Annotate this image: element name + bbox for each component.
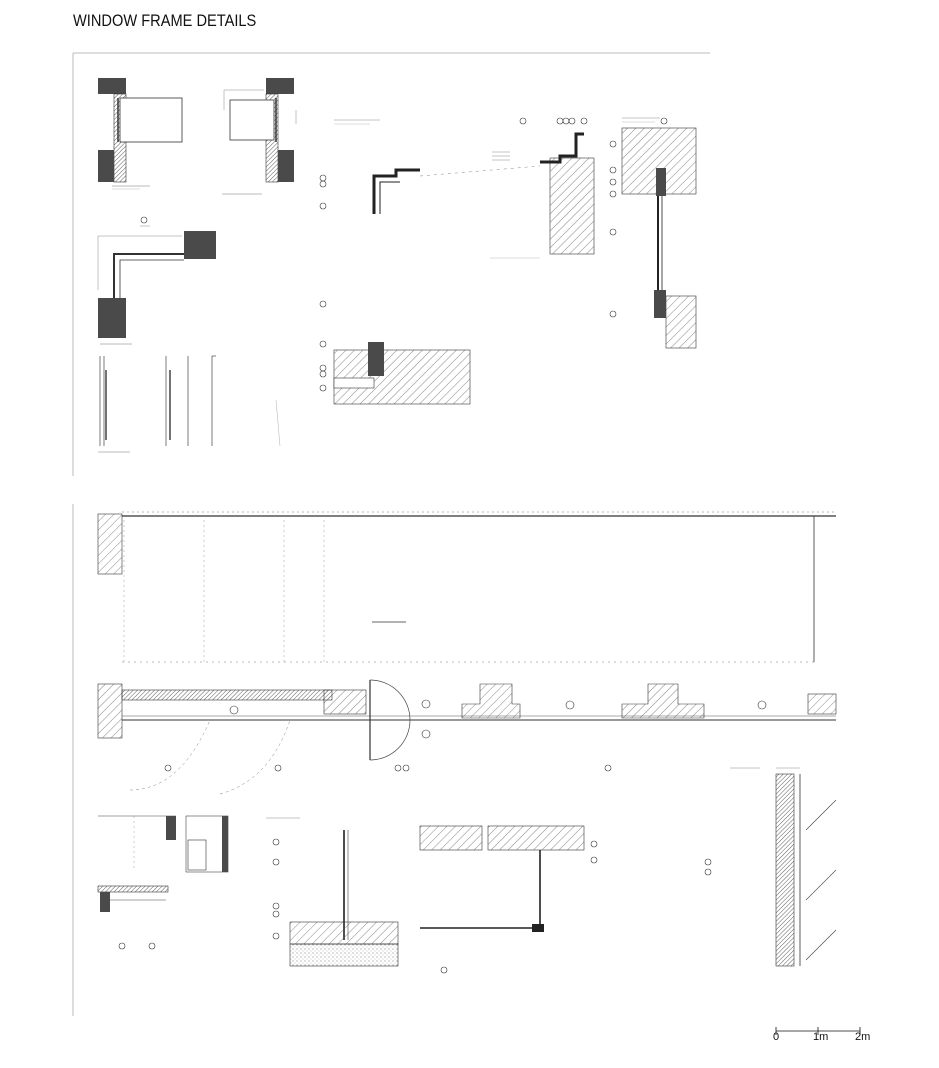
scale-label-2m: 2m [855,1031,871,1043]
long-elevation [97,511,836,663]
long-plan [97,679,837,795]
detail-plan-right [222,78,297,195]
detail-vertical-section [609,117,697,349]
detail-bottom-head [419,825,712,932]
scale-bar [775,1027,861,1035]
detail-bottom-jamb [775,767,837,967]
detail-corner-plan [97,216,216,345]
scale-label-1m: 1m [813,1031,829,1043]
detail-plan-left [98,78,183,190]
detail-bottom-sill [266,817,448,974]
detail-elevation-strips [98,355,281,453]
sheet-title: WINDOW FRAME DETAILS [73,11,257,30]
frame-rules [72,52,710,1016]
scale-label-0: 0 [773,1031,780,1043]
detail-horizontal-section [319,117,595,259]
detail-sill-section [319,300,471,405]
detail-bottom-left [97,815,229,950]
